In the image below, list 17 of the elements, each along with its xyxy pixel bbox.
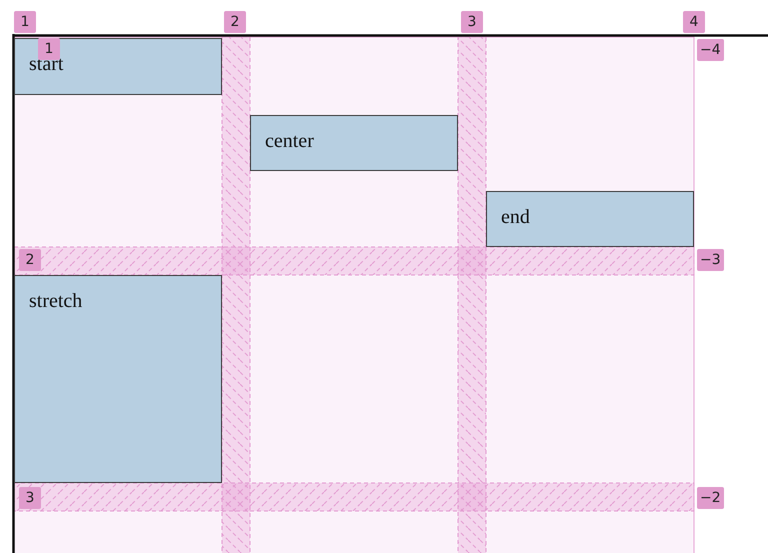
item-label: end bbox=[501, 206, 531, 228]
line-number-badge: 3 bbox=[19, 487, 41, 509]
line-number-badge: −2 bbox=[697, 487, 724, 509]
line-number-badge: 3 bbox=[461, 11, 483, 33]
line-number-badge: 4 bbox=[683, 11, 705, 33]
line-number-badge: 1 bbox=[14, 11, 36, 33]
line-number-badge: 2 bbox=[19, 249, 41, 271]
grid-item bbox=[250, 115, 458, 171]
grid-item bbox=[486, 191, 694, 247]
item-label: center bbox=[265, 130, 315, 152]
line-number-badge: −3 bbox=[697, 249, 724, 271]
grid-item bbox=[14, 275, 222, 483]
line-number-badge: 2 bbox=[224, 11, 246, 33]
item-label: stretch bbox=[29, 290, 84, 312]
line-number-badge: −4 bbox=[697, 39, 724, 61]
line-number-badge: 1 bbox=[38, 38, 60, 60]
grid-item bbox=[14, 38, 222, 95]
